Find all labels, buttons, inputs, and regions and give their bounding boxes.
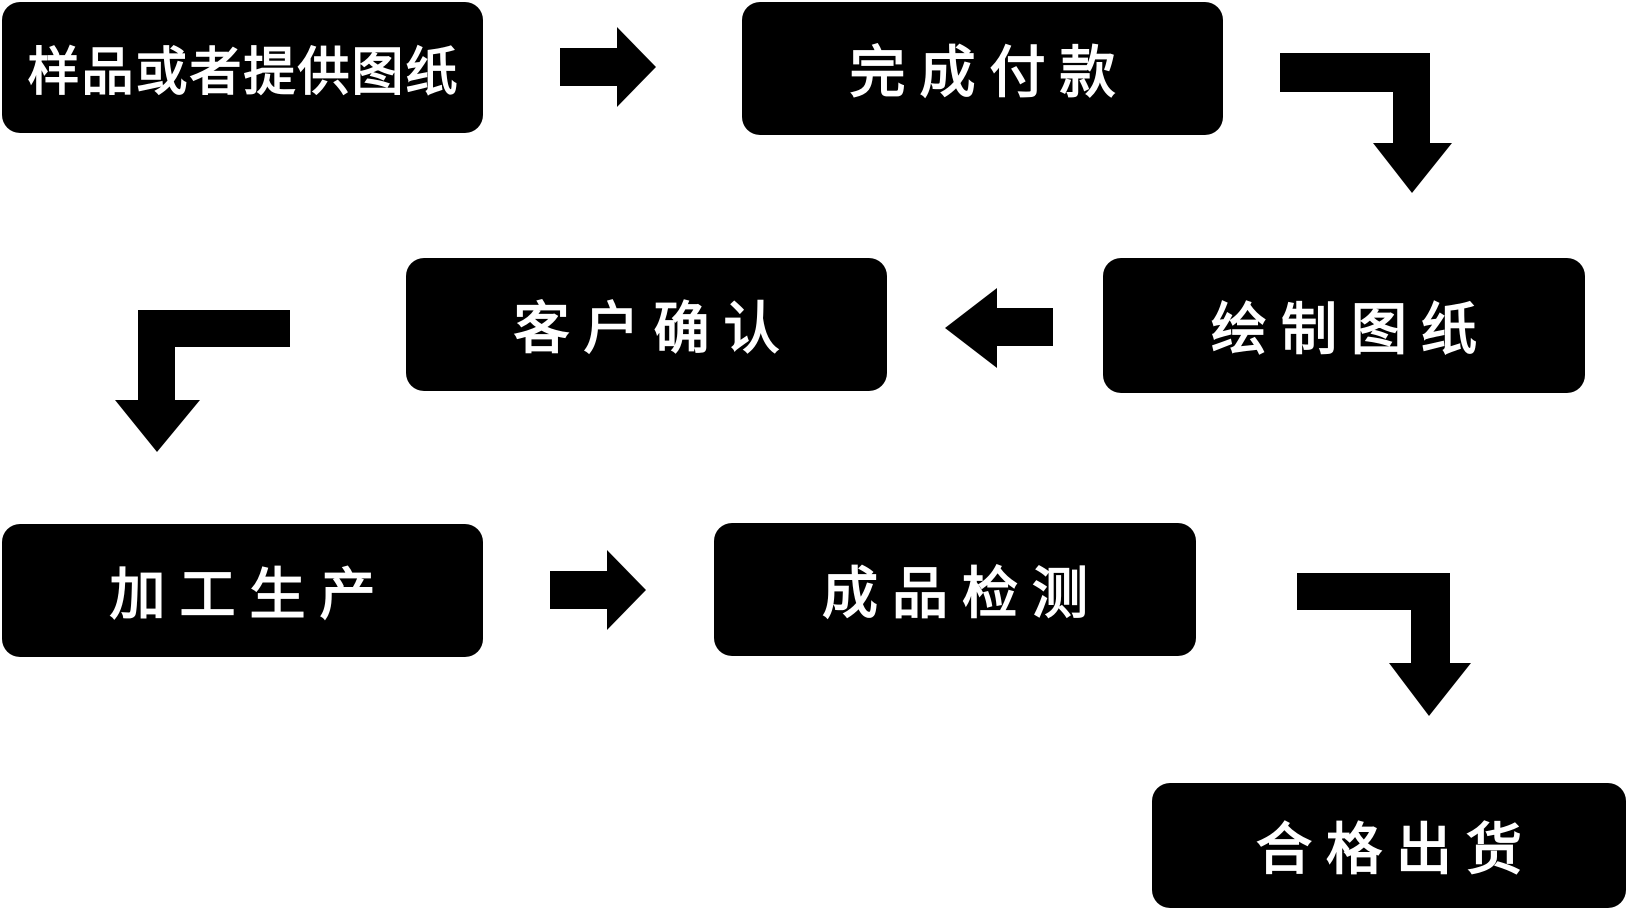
flow-node-label: 绘制图纸 <box>1211 298 1491 361</box>
elbow-right-down-arrow-icon <box>1280 53 1452 193</box>
right-arrow-icon <box>560 27 656 107</box>
flow-node-complete-payment: 完成付款 <box>742 2 1223 135</box>
flow-node-finished-product-inspection: 成品检测 <box>714 523 1196 656</box>
elbow-right-down-arrow-icon <box>1297 573 1471 716</box>
flow-node-label: 客户确认 <box>513 297 794 360</box>
flow-node-customer-confirmation: 客户确认 <box>406 258 887 391</box>
flow-node-processing-production: 加工生产 <box>2 524 483 657</box>
flow-node-label: 成品检测 <box>822 562 1102 625</box>
flow-node-label: 完成付款 <box>849 41 1130 104</box>
left-arrow-icon <box>945 288 1053 368</box>
right-arrow-icon <box>550 550 646 630</box>
flow-node-draw-drawings: 绘制图纸 <box>1103 258 1585 393</box>
flow-node-sample-or-drawing: 样品或者提供图纸 <box>2 2 483 133</box>
flow-node-label: 样品或者提供图纸 <box>27 44 460 102</box>
flow-node-label: 加工生产 <box>109 563 390 626</box>
elbow-left-down-arrow-icon <box>115 310 290 452</box>
flow-node-qualified-shipment: 合格出货 <box>1152 783 1626 908</box>
flow-node-label: 合格出货 <box>1256 818 1536 881</box>
